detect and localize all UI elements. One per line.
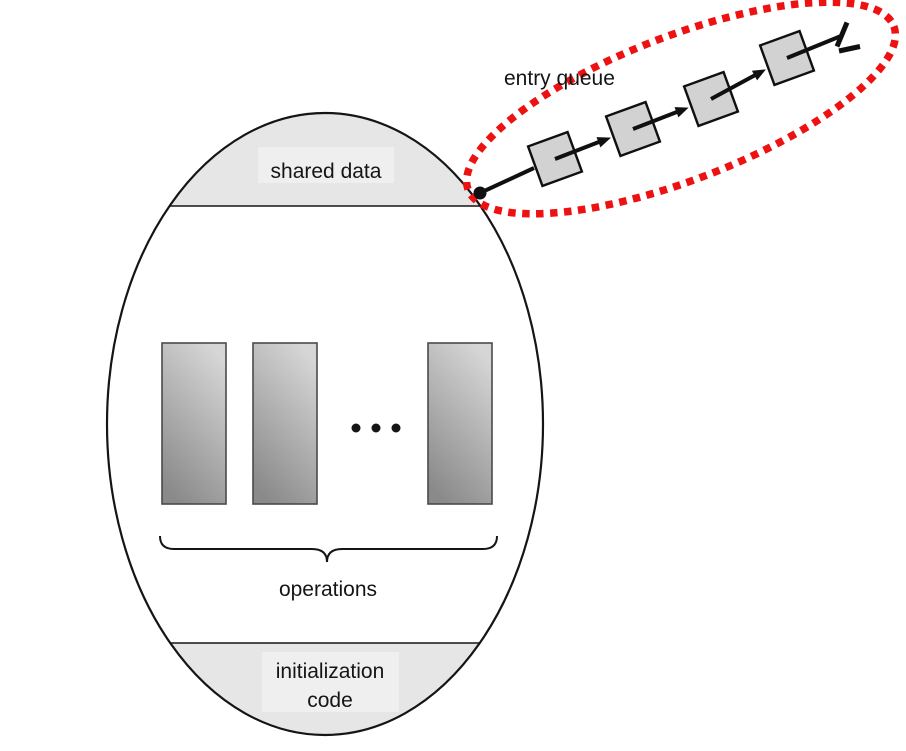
- operation-slot-3: [427, 342, 493, 505]
- initialization-label-bg: [262, 652, 399, 712]
- operation-slot-1: [161, 342, 227, 505]
- initialization-label-line2: code: [307, 689, 353, 712]
- queue-link-entry: [479, 166, 535, 195]
- queue-null-terminator: [786, 21, 861, 60]
- queue-link-3: [710, 69, 766, 101]
- shared-data-label-bg: [258, 147, 394, 183]
- shared-data-label: shared data: [271, 160, 382, 183]
- queue-link-2: [632, 107, 689, 131]
- operation-slot-2: [252, 342, 318, 505]
- queue-link-1: [554, 137, 611, 161]
- initialization-label-line1: initialization: [276, 660, 385, 683]
- operations-label: operations: [279, 578, 377, 601]
- monitor-ellipse: [105, 111, 545, 737]
- entry-queue-label: entry queue: [504, 67, 615, 90]
- ellipsis-dots: [351, 423, 401, 433]
- operations-brace: [159, 535, 498, 563]
